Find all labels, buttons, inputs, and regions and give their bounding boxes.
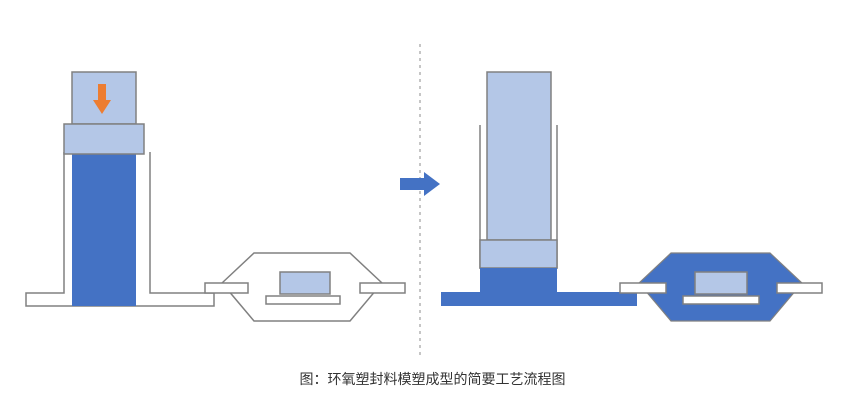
chip-die [279,271,331,295]
lead-frame-right-after [776,282,823,294]
figure-caption: 图：环氧塑封料模塑成型的简要工艺流程图 [299,372,566,388]
arrow-right-icon [400,172,440,196]
chip-die-after [694,271,748,295]
lead-frame-left-after [619,282,667,294]
lead-frame-right [359,282,406,294]
stage-after [441,71,823,322]
stage-before [25,71,406,322]
plunger-shaft [486,71,552,241]
plunger-collar [63,123,145,155]
die-paddle [265,295,341,305]
lead-frame-left [204,282,249,294]
resin-runner [441,268,637,306]
plunger-collar-lowered [479,239,558,269]
die-paddle-after [682,295,760,305]
resin-pellet [72,152,136,306]
arrow-down-icon [93,84,111,114]
